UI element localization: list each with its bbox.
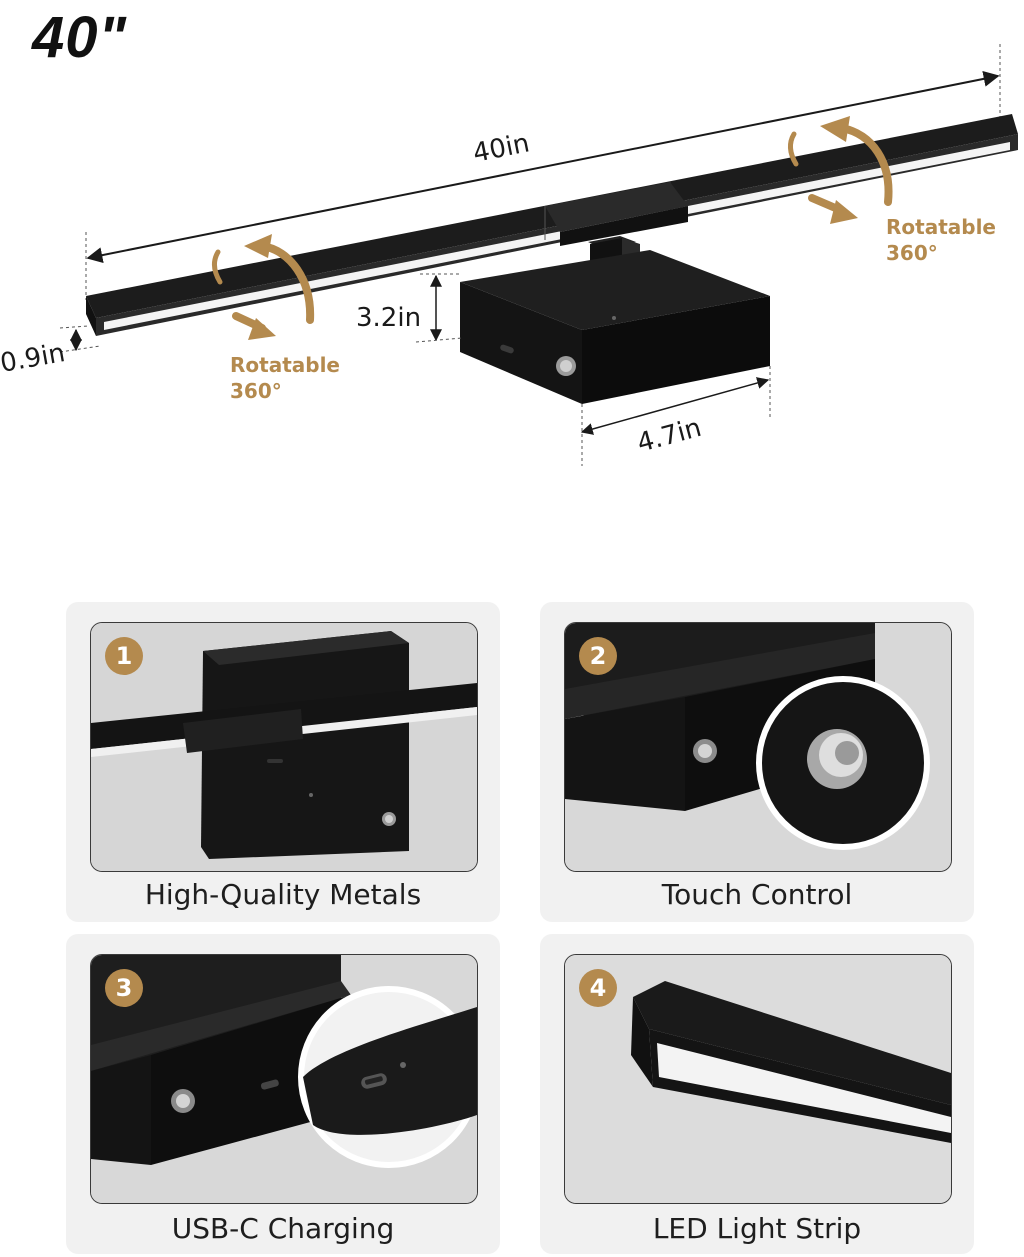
size-badge: 40" <box>32 5 128 70</box>
rotate-right-label-1: Rotatable <box>886 215 996 239</box>
feature-number-1: 1 <box>105 637 143 675</box>
rotate-left-label-2: 360° <box>230 379 282 403</box>
rotate-arrowhead-left-icon <box>244 234 272 258</box>
base-width-label: 4.7in <box>634 413 705 459</box>
touch-photo: 2 <box>564 622 952 872</box>
feature-number-3: 3 <box>105 969 143 1007</box>
base-width-dimension <box>580 366 771 466</box>
metals-photo: 1 <box>90 622 478 872</box>
height-dimension <box>415 273 463 343</box>
center-connector <box>545 182 688 296</box>
rotate-right-label-2: 360° <box>886 241 938 265</box>
rotate-left-label-1: Rotatable <box>230 353 340 377</box>
feature-number-2: 2 <box>579 637 617 675</box>
feature-caption-1: High-Quality Metals <box>144 878 422 911</box>
feature-number-4: 4 <box>579 969 617 1007</box>
length-label: 40in <box>470 128 532 169</box>
feature-caption-3: USB-C Charging <box>171 1212 395 1245</box>
rotate-arrowhead-right-icon <box>820 116 850 142</box>
height-label: 3.2in <box>356 303 421 333</box>
feature-caption-4: LED Light Strip <box>652 1212 862 1245</box>
rotate-arrowhead-left-lower-icon <box>248 318 276 340</box>
length-dimension-arrow <box>85 44 1001 300</box>
thickness-label: 0.9in <box>0 338 67 379</box>
dimension-diagram: 40in 0.9in <box>0 44 1018 466</box>
feature-card-led: 4 LED Light Strip <box>540 934 974 1254</box>
usbc-photo: 3 <box>90 954 478 1204</box>
led-photo: 4 <box>564 954 952 1204</box>
feature-card-touch: 2 Touch Control <box>540 602 974 922</box>
base-box <box>460 250 770 404</box>
thickness-dimension <box>59 325 101 353</box>
rotate-arrowhead-right-lower-icon <box>830 200 858 224</box>
feature-card-metals: 1 High-Quality Metals <box>66 602 500 922</box>
feature-card-usbc: 3 USB-C Charging <box>66 934 500 1254</box>
feature-caption-2: Touch Control <box>661 878 853 911</box>
